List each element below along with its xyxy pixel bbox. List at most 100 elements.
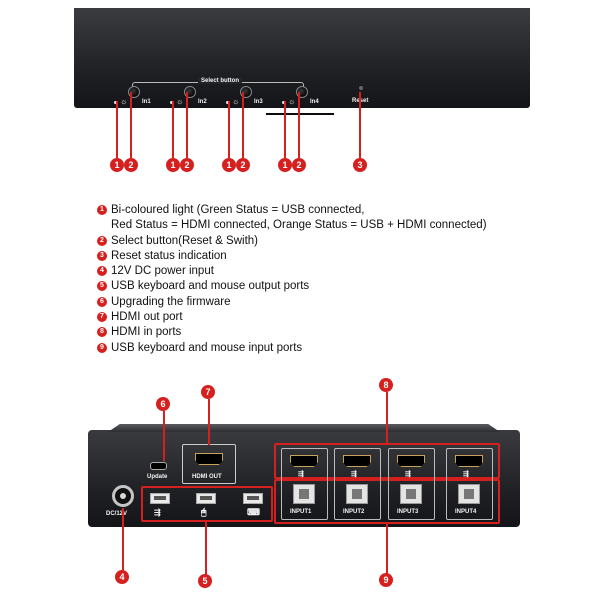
callout-3: 3 bbox=[353, 158, 367, 172]
input-label: INPUT1 bbox=[290, 509, 312, 515]
hdmi-out-port[interactable] bbox=[195, 453, 223, 465]
usb-out-port-2[interactable] bbox=[196, 493, 216, 504]
hdmi-in-port-2[interactable] bbox=[343, 455, 371, 467]
callout-line bbox=[122, 508, 124, 572]
usb-icon: ⇶ bbox=[351, 471, 357, 478]
legend-text: Bi-coloured light (Green Status = USB co… bbox=[111, 204, 365, 216]
legend-text: Select button(Reset & Swith) bbox=[111, 234, 259, 247]
callout-2: 2 bbox=[236, 158, 250, 172]
mouse-icon: 🖱 bbox=[201, 507, 207, 517]
usb-in-port-2[interactable] bbox=[346, 484, 368, 504]
usb-in-port-3[interactable] bbox=[400, 484, 422, 504]
callout-line bbox=[172, 101, 174, 158]
status-led-icon bbox=[226, 101, 229, 104]
input-label: INPUT4 bbox=[455, 509, 477, 515]
legend-number: 7 bbox=[97, 312, 107, 323]
input-label: In3 bbox=[254, 99, 263, 105]
usb-in-box bbox=[274, 479, 500, 524]
callout-line bbox=[186, 92, 188, 158]
front-panel-top bbox=[74, 8, 530, 48]
legend-item: 2 Select button(Reset & Swith) bbox=[97, 234, 487, 249]
reset-hole[interactable] bbox=[359, 86, 363, 90]
legend: 1 Bi-coloured light (Green Status = USB c… bbox=[97, 203, 487, 356]
status-led-icon bbox=[170, 101, 173, 104]
callout-line bbox=[298, 92, 300, 158]
callout-4: 4 bbox=[115, 570, 129, 584]
legend-text: 12V DC power input bbox=[111, 265, 214, 278]
callout-2: 2 bbox=[180, 158, 194, 172]
legend-text: HDMI in ports bbox=[111, 326, 182, 339]
back-panel-top-edge bbox=[108, 424, 500, 432]
legend-item: 9 USB keyboard and mouse input ports bbox=[97, 341, 487, 356]
usb-out-port-3[interactable] bbox=[243, 493, 263, 504]
usb-in-port-1[interactable] bbox=[293, 484, 315, 504]
legend-text: Upgrading the firmware bbox=[111, 295, 231, 308]
callout-1: 1 bbox=[278, 158, 292, 172]
usb-icon: ⇶ bbox=[154, 508, 161, 517]
input-group-2: ☼ In2 bbox=[170, 86, 220, 112]
sun-icon: ☼ bbox=[288, 97, 296, 106]
input-label: INPUT3 bbox=[397, 509, 419, 515]
callout-1: 1 bbox=[110, 158, 124, 172]
usb-out-port-1[interactable] bbox=[150, 493, 170, 504]
input-group-3: ☼ In3 bbox=[226, 86, 276, 112]
legend-number: 4 bbox=[97, 266, 107, 277]
bottom-slot bbox=[266, 113, 334, 115]
input-column-3: ⇶ INPUT3 bbox=[388, 448, 435, 520]
input-column-1: ⇶ INPUT1 bbox=[281, 448, 328, 520]
sun-icon: ☼ bbox=[232, 97, 240, 106]
legend-number: 2 bbox=[97, 235, 107, 246]
input-column-2: ⇶ INPUT2 bbox=[334, 448, 381, 520]
usb-out-box bbox=[141, 486, 273, 522]
usb-icon: ⇶ bbox=[298, 471, 304, 478]
update-label: Update bbox=[147, 474, 168, 480]
legend-number: 5 bbox=[97, 281, 107, 292]
input-label: In2 bbox=[198, 99, 207, 105]
callout-line bbox=[116, 101, 118, 158]
update-port[interactable] bbox=[150, 462, 167, 470]
legend-number: 1 bbox=[97, 205, 107, 215]
hdmi-in-port-4[interactable] bbox=[455, 455, 483, 467]
hdmi-in-port-3[interactable] bbox=[397, 455, 425, 467]
legend-item: 4 12V DC power input bbox=[97, 264, 487, 279]
legend-item-continued: Red Status = HDMI connected, Orange Stat… bbox=[97, 218, 487, 233]
callout-line bbox=[284, 101, 286, 158]
callout-line bbox=[163, 411, 165, 461]
legend-number: 9 bbox=[97, 342, 107, 353]
callout-line bbox=[386, 524, 388, 574]
legend-text: USB keyboard and mouse output ports bbox=[111, 280, 310, 293]
callout-line bbox=[205, 522, 207, 576]
hdmi-out-label: HDMI OUT bbox=[192, 474, 222, 480]
callout-1: 1 bbox=[222, 158, 236, 172]
input-column-4: ⇶ INPUT4 bbox=[446, 448, 493, 520]
callout-line bbox=[242, 92, 244, 158]
callout-7: 7 bbox=[201, 385, 215, 399]
legend-text: HDMI out port bbox=[111, 311, 183, 324]
callout-9: 9 bbox=[379, 573, 393, 587]
legend-item: 5 USB keyboard and mouse output ports bbox=[97, 279, 487, 294]
input-group-4: ☼ In4 bbox=[282, 86, 332, 112]
callout-line bbox=[359, 92, 361, 158]
usb-icon: ⇶ bbox=[463, 471, 469, 478]
legend-text: USB keyboard and mouse input ports bbox=[111, 341, 303, 354]
callout-5: 5 bbox=[198, 574, 212, 588]
input-group-1: ☼ In1 bbox=[114, 86, 164, 112]
callout-line bbox=[208, 399, 210, 445]
input-label: In1 bbox=[142, 99, 151, 105]
hdmi-in-box bbox=[274, 443, 500, 479]
usb-in-port-4[interactable] bbox=[458, 484, 480, 504]
legend-item: 7 HDMI out port bbox=[97, 310, 487, 325]
callout-line bbox=[130, 92, 132, 158]
keyboard-icon: ⌨ bbox=[247, 507, 260, 517]
hdmi-in-port-1[interactable] bbox=[290, 455, 318, 467]
legend-number: 3 bbox=[97, 250, 107, 261]
callout-6: 6 bbox=[156, 397, 170, 411]
callout-1: 1 bbox=[166, 158, 180, 172]
input-label: INPUT2 bbox=[343, 509, 365, 515]
dc-power-jack[interactable] bbox=[112, 485, 134, 507]
usb-icon: ⇶ bbox=[405, 471, 411, 478]
sun-icon: ☼ bbox=[120, 97, 128, 106]
